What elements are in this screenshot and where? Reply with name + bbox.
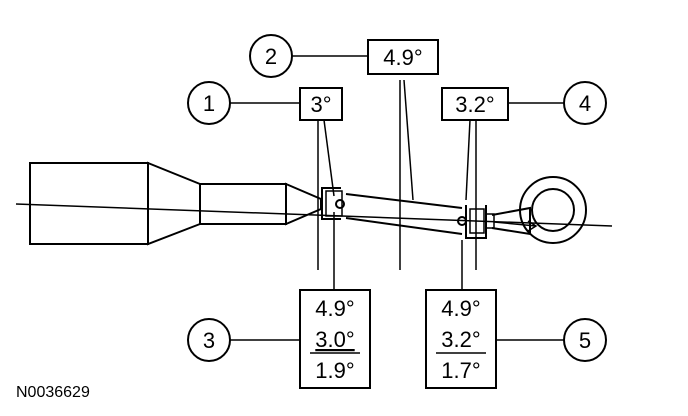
callout-3-number: 3 (203, 328, 215, 353)
transmission-housing (29, 161, 322, 246)
callout-5-number: 5 (579, 328, 591, 353)
callout-5-line-3: 1.7° (441, 358, 480, 383)
driveshaft (345, 193, 463, 235)
angle-reference-lines (317, 79, 477, 290)
callout-4-number: 4 (579, 91, 591, 116)
callout-4-circle (563, 81, 607, 125)
callout-5-line-2: 3.2° (441, 327, 480, 352)
callout-3: 3 4.9° 3.0° 1.9° (187, 289, 371, 389)
centerline (15, 203, 613, 227)
callout-1-value: 3° (310, 92, 331, 117)
callout-4-box (441, 87, 509, 121)
callout-2-number: 2 (265, 44, 277, 69)
callout-2: 2 4.9° (249, 34, 439, 78)
callout-3-line-2: 3.0° (315, 327, 354, 352)
callout-2-box (367, 39, 439, 75)
rear-flange-eye (491, 176, 587, 244)
figure-id: N0036629 (16, 384, 90, 401)
callout-4: 3.2° 4 (441, 81, 607, 125)
callout-4-value: 3.2° (455, 92, 494, 117)
callout-5-circle (563, 318, 607, 362)
callout-2-value: 4.9° (383, 45, 422, 70)
callout-3-line-1: 4.9° (315, 296, 354, 321)
callout-5-line-1: 4.9° (441, 296, 480, 321)
callout-5: 4.9° 3.2° 1.7° 5 (425, 289, 607, 389)
callout-5-box (425, 289, 497, 389)
callout-1: 1 3° (187, 81, 343, 125)
callout-3-line-3: 1.9° (315, 358, 354, 383)
callout-1-number: 1 (203, 91, 215, 116)
callout-1-box (299, 87, 343, 121)
callout-3-box (299, 289, 371, 389)
